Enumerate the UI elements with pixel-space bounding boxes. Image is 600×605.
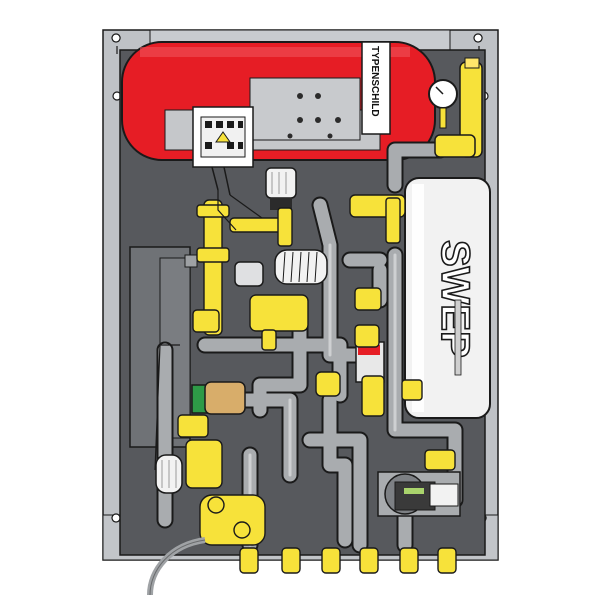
- pump-icon: [377, 471, 461, 517]
- safety-group: [428, 57, 483, 158]
- green-valve: [191, 381, 246, 415]
- sensor-wires: [154, 190, 263, 471]
- pressure-gauge-icon: [428, 79, 458, 129]
- brass-fittings: [177, 194, 456, 546]
- thermostat-knob-icon: [155, 454, 183, 494]
- outlet-connections: [239, 547, 457, 574]
- power-cable: [147, 537, 206, 596]
- buffer-tank: SWEP: [404, 177, 491, 419]
- expansion-vessel: TYPENSCHILD: [121, 41, 436, 196]
- typeplate-label: TYPENSCHILD: [369, 46, 380, 117]
- tank-logo: SWEP: [433, 240, 477, 358]
- power-cable-outline: [149, 539, 206, 596]
- thermostat-knob-icon: [265, 167, 297, 210]
